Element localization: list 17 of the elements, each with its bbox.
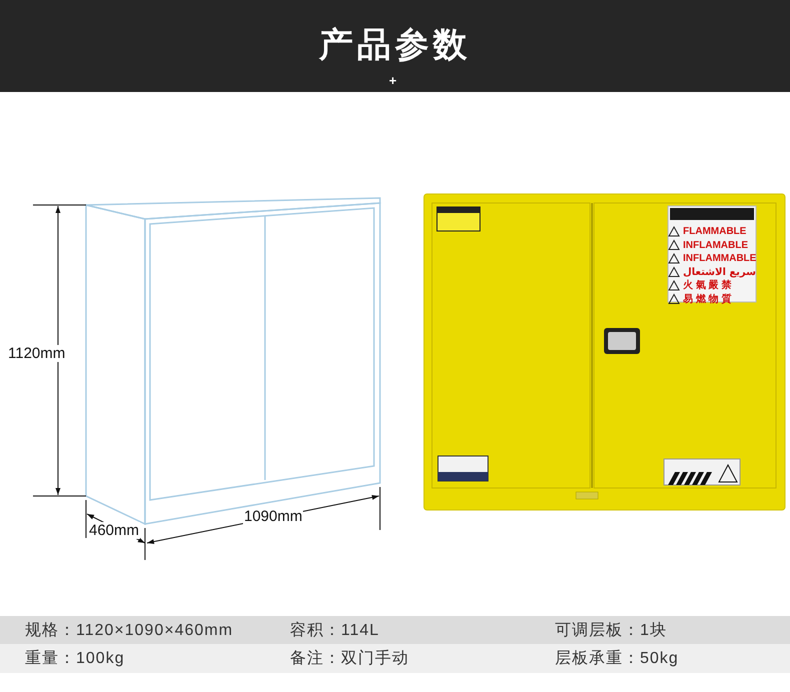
- warning-text: 易 燃 物 質: [683, 294, 732, 304]
- table-cell-text: 层板承重：50kg: [555, 648, 679, 669]
- warning-text: INFLAMMABLE: [683, 253, 756, 264]
- table-cell-text: 备注：双门手动: [290, 648, 409, 669]
- dimension-label: 460mm: [88, 522, 140, 539]
- table-cell-text: 规格：1120×1090×460mm: [25, 621, 234, 641]
- warning-text: سريع الاشتعال: [683, 266, 756, 278]
- table-cell-text: 容积：114L: [290, 620, 380, 641]
- dimension-label: 1090mm: [243, 508, 304, 525]
- warning-text: 火 氣 嚴 禁: [683, 280, 732, 291]
- warning-text: FLAMMABLE: [683, 226, 746, 237]
- page-title: 产品参数: [318, 25, 472, 66]
- table-cell-text: 重量：100kg: [25, 648, 125, 669]
- dimension-label: 1120mm: [7, 345, 66, 362]
- table-cell-text: 可调层板：1块: [555, 620, 667, 641]
- plus-mark: +: [389, 74, 397, 88]
- warning-text: INFLAMABLE: [683, 240, 748, 250]
